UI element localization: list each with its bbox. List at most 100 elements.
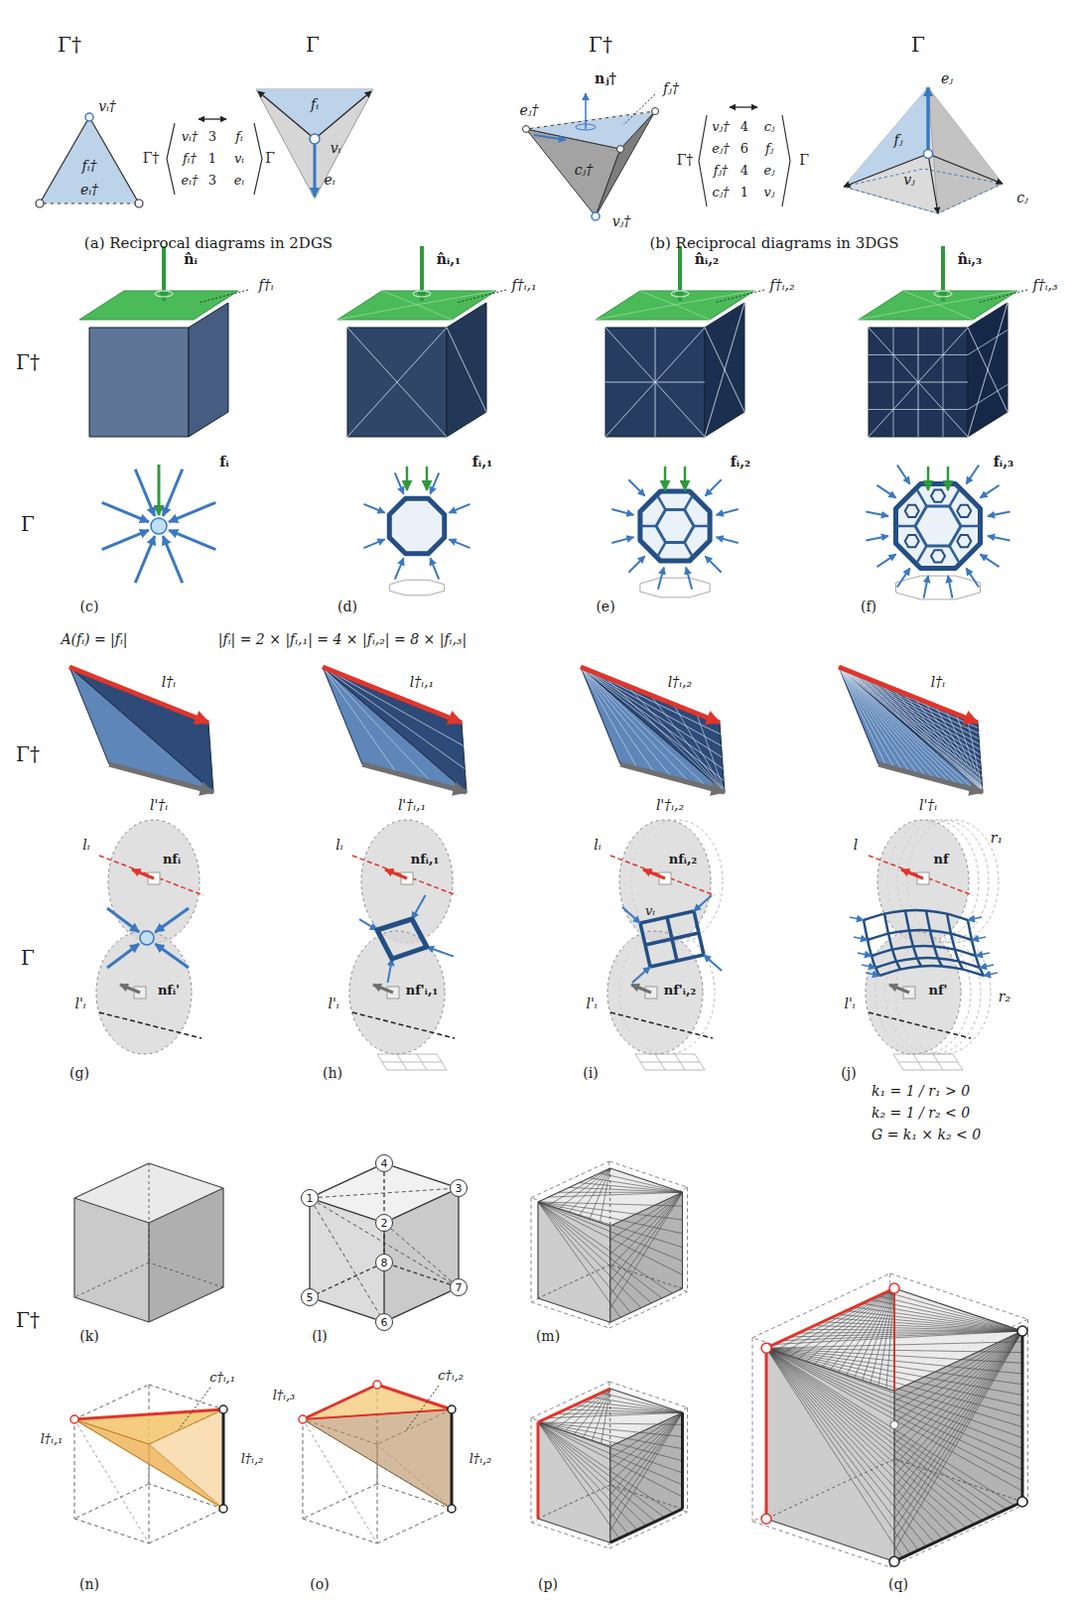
force-arrow xyxy=(411,895,426,920)
force-arrow xyxy=(134,469,155,517)
double-arrow xyxy=(729,106,758,108)
force-polyhedron xyxy=(865,464,1010,599)
cell-label: c†ᵢ,₁ xyxy=(209,1370,236,1385)
triangulation-line xyxy=(894,1331,1023,1477)
subdivision-line xyxy=(838,667,980,745)
diagram-symbol: Γ† xyxy=(15,1309,40,1332)
member-arrow xyxy=(926,87,931,154)
force-arrow xyxy=(429,557,439,579)
vertex xyxy=(523,126,531,134)
table-cell: vᵢ† xyxy=(181,130,198,144)
panel-k xyxy=(74,1163,224,1323)
load-disc xyxy=(349,931,445,1055)
subdivision-line xyxy=(838,667,903,771)
cube-edge xyxy=(538,1168,611,1203)
line-label: lᵢ xyxy=(335,837,343,853)
cube-edge xyxy=(610,1168,683,1193)
subdivision-line xyxy=(674,290,755,305)
load-line xyxy=(610,1012,713,1039)
highlight-edge xyxy=(766,1288,895,1348)
rotation-symbol xyxy=(671,290,689,297)
ghost-outline xyxy=(896,575,981,600)
triangulation-line xyxy=(592,1396,683,1413)
diagram-symbol: Γ† xyxy=(142,150,160,166)
cube-edge xyxy=(610,1508,683,1543)
cube-edge xyxy=(74,1297,149,1323)
load-edge xyxy=(838,667,978,723)
cube-edge xyxy=(74,1262,149,1298)
node xyxy=(924,149,934,159)
force-arrow xyxy=(611,509,634,516)
dual-edge xyxy=(526,111,656,130)
force-arrow xyxy=(134,536,155,583)
vertex xyxy=(298,1415,307,1424)
subdivision-line xyxy=(605,382,705,384)
subfigure-caption: (k) xyxy=(79,1329,99,1345)
subdivision-line xyxy=(838,667,981,771)
cube-edge xyxy=(610,1192,683,1226)
vertex xyxy=(447,1405,456,1414)
ghost-grid xyxy=(387,1070,447,1072)
cube-face xyxy=(605,327,705,437)
force-cell xyxy=(931,490,945,503)
table-cell: 1 xyxy=(740,185,749,200)
subfigure-caption: (j) xyxy=(840,1066,856,1081)
leader-line xyxy=(198,289,249,303)
cube-edge xyxy=(681,1412,683,1509)
ghost-grid xyxy=(382,1062,442,1064)
normal-label: n̂ᵢ,₂ xyxy=(694,252,720,268)
triangulation-line xyxy=(538,1422,620,1539)
force-arrow xyxy=(448,504,470,514)
cell-face xyxy=(928,87,1003,214)
subdivision-line xyxy=(347,327,447,437)
force-cell xyxy=(905,505,920,518)
force-cell xyxy=(956,505,971,518)
force-arrow xyxy=(102,530,149,550)
rotation-symbol xyxy=(575,124,596,131)
member-arrow xyxy=(313,138,317,197)
force-arrow xyxy=(448,538,470,548)
load-edge xyxy=(109,764,214,793)
vertex xyxy=(70,1415,79,1424)
triangulation-line xyxy=(766,1347,911,1554)
cube-face xyxy=(868,327,968,437)
dual-face xyxy=(322,667,467,793)
subfigure-caption: (m) xyxy=(536,1329,560,1345)
cube-edge xyxy=(610,1412,683,1447)
force-member xyxy=(884,914,901,970)
ghost-grid xyxy=(903,1070,963,1072)
table-cell: 3 xyxy=(208,173,217,188)
force-arrow xyxy=(685,567,692,590)
cell-label: c†ᵢ,₂ xyxy=(437,1368,464,1383)
force-plane xyxy=(337,290,497,320)
callout-number: 4 xyxy=(381,1158,389,1170)
triangulation-line xyxy=(766,1347,975,1524)
edge-label: l†ᵢ,₂ xyxy=(469,1452,493,1467)
dual-face xyxy=(838,667,983,793)
subdivision-line xyxy=(627,685,725,793)
cube-face xyxy=(309,1198,385,1323)
triangulation-line xyxy=(806,1329,1023,1332)
triangulation-line xyxy=(862,1303,1023,1332)
applied-force xyxy=(157,464,161,516)
triangulation-line xyxy=(766,1347,903,1558)
triangulation-line xyxy=(766,1347,959,1532)
cube-edge xyxy=(302,1518,378,1544)
force-member xyxy=(693,911,704,955)
force-arrow xyxy=(971,937,986,941)
face-label: fⱼ xyxy=(894,133,904,148)
force-member xyxy=(684,541,693,556)
force-arrow xyxy=(857,952,872,956)
subdivision-line xyxy=(838,667,979,739)
table-cell: vᵢ xyxy=(234,151,245,166)
cube-edge xyxy=(766,1518,895,1562)
normal-label: n̂ᵢ,₃ xyxy=(957,252,983,268)
diagram-symbol: Γ xyxy=(20,946,35,969)
formula: k₁ = 1 / r₁ > 0 xyxy=(871,1083,970,1099)
cube-edge xyxy=(451,1409,453,1509)
rotation-symbol xyxy=(154,290,173,297)
leader-line xyxy=(406,1385,439,1430)
triangulation-line xyxy=(564,1409,682,1413)
force-member xyxy=(871,945,976,956)
force-arrow xyxy=(693,895,712,912)
